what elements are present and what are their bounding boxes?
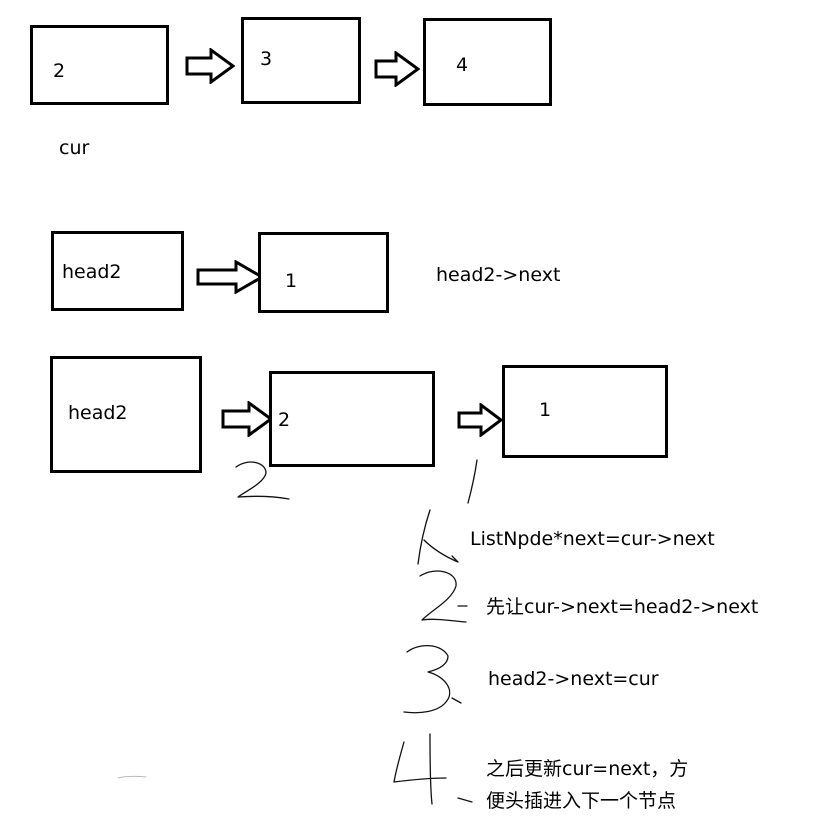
node-value: 2 (278, 409, 291, 431)
node-value: 3 (260, 48, 273, 70)
arrow-right-icon (221, 401, 273, 437)
node-value: 1 (539, 399, 552, 421)
node-value: 1 (285, 270, 298, 292)
step-1-mark (417, 509, 459, 565)
node-bottom-head2: head2 (50, 356, 202, 473)
node-value: head2 (62, 261, 122, 283)
arrow-right-icon (185, 48, 235, 84)
step-2-text: 先让cur->next=head2->next (486, 596, 759, 618)
node-bottom-1: 1 (502, 365, 668, 458)
handwritten-2-mark (235, 461, 290, 500)
node-top-2: 3 (241, 17, 361, 104)
step-2-mark (419, 570, 468, 623)
node-value: 2 (53, 60, 66, 82)
node-top-1: 2 (30, 25, 169, 105)
arrow-right-icon (196, 260, 264, 294)
faint-mark (117, 775, 147, 779)
node-bottom-2: 2 (269, 371, 435, 467)
head2-next-note: head2->next (436, 264, 561, 286)
arrow-right-icon (457, 403, 503, 437)
step-3-mark (403, 645, 462, 714)
handwritten-1-mark (467, 459, 478, 504)
arrow-right-icon (374, 51, 420, 87)
node-value: head2 (68, 402, 128, 424)
node-middle-1: 1 (258, 232, 389, 313)
cur-pointer-label: cur (59, 137, 90, 159)
node-value: 4 (456, 54, 469, 76)
step-4-text-line1: 之后更新cur=next，方 (486, 758, 689, 780)
step-1-text: ListNpde*next=cur->next (470, 528, 715, 550)
step-3-text: head2->next=cur (488, 668, 659, 690)
node-middle-head2: head2 (51, 231, 184, 311)
node-top-3: 4 (423, 18, 552, 106)
step-4-mark (393, 733, 473, 805)
step-4-text-line2: 便头插进入下一个节点 (486, 790, 677, 812)
